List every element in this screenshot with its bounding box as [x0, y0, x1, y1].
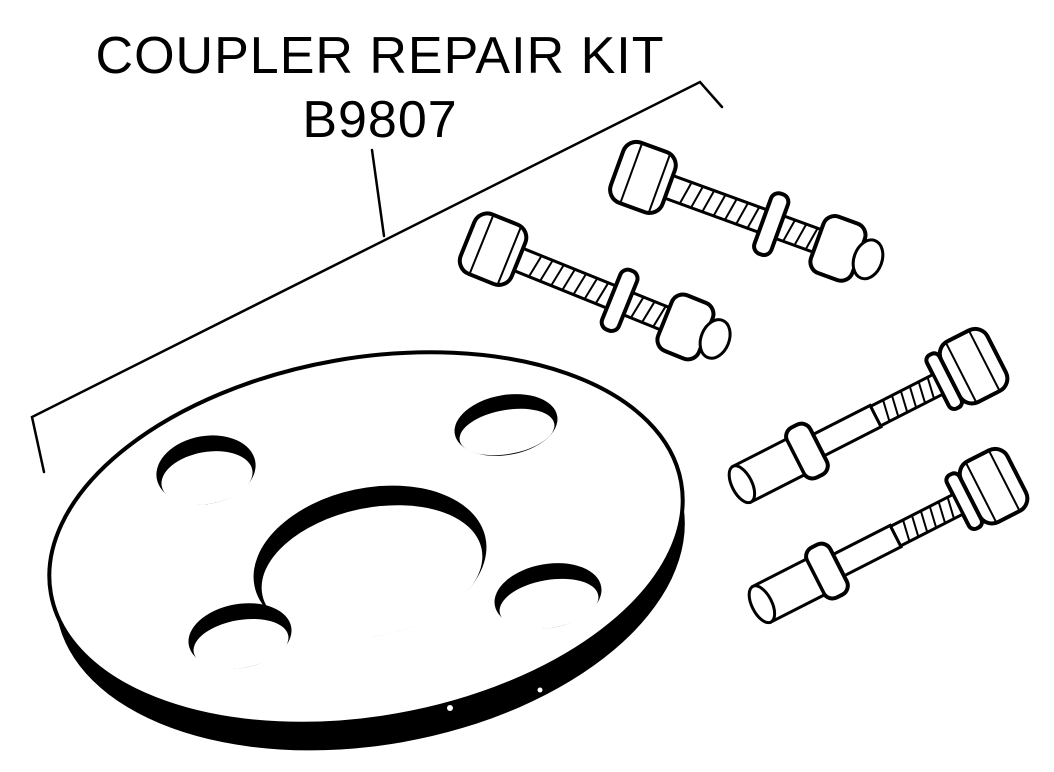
- bolt-hole: [156, 435, 256, 505]
- nut-bolt-set: [457, 211, 732, 362]
- kit-bracket: [30, 80, 724, 474]
- bolt-hole: [494, 563, 602, 630]
- nut-bolt-set: [608, 139, 885, 283]
- stud-bolt: [747, 446, 1030, 625]
- part-number: B9807: [302, 91, 458, 149]
- rag-joint-disc: [47, 350, 685, 751]
- center-hole: [253, 485, 487, 639]
- kit-title: COUPLER REPAIR KIT: [95, 27, 665, 85]
- bolt-hole: [188, 603, 292, 670]
- bolt-hole: [454, 394, 558, 456]
- stud-bolt: [727, 326, 1010, 505]
